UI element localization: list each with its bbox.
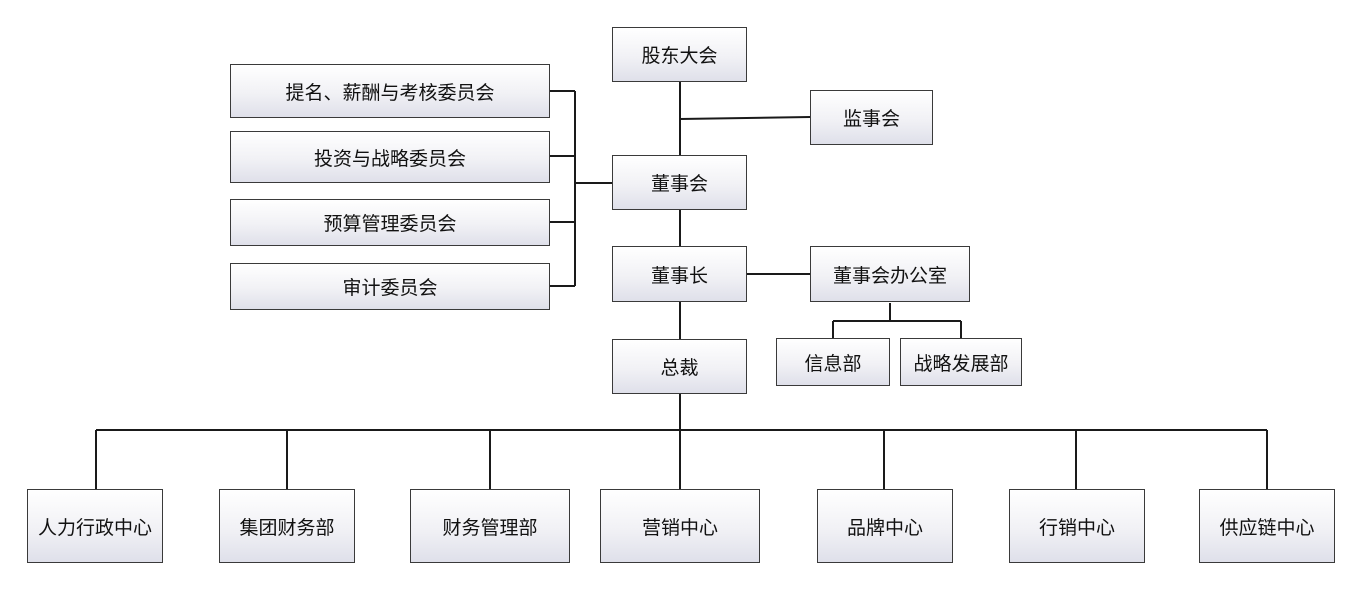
node-label: 董事长 xyxy=(650,264,708,287)
node-label: 总裁 xyxy=(660,357,699,379)
node-label: 行销中心 xyxy=(1038,516,1115,539)
node-information-dept: 信息部 xyxy=(776,338,890,386)
node-board-of-directors: 董事会 xyxy=(612,155,747,210)
node-dept-marketing: 营销中心 xyxy=(600,489,760,563)
node-dept-finance-management: 财务管理部 xyxy=(410,489,570,563)
node-label: 投资与战略委员会 xyxy=(313,147,466,170)
node-chairman: 董事长 xyxy=(612,246,747,302)
node-label: 预算管理委员会 xyxy=(323,213,457,235)
node-committee-investment: 投资与战略委员会 xyxy=(230,131,550,183)
node-president: 总裁 xyxy=(612,339,747,394)
node-committee-budget: 预算管理委员会 xyxy=(230,199,550,246)
node-label: 集团财务部 xyxy=(239,516,335,539)
node-strategy-development-dept: 战略发展部 xyxy=(900,338,1022,386)
node-supervisory-board: 监事会 xyxy=(810,90,933,145)
node-label: 营销中心 xyxy=(641,516,718,539)
node-label: 提名、薪酬与考核委员会 xyxy=(285,81,495,104)
node-shareholders-meeting: 股东大会 xyxy=(612,27,747,82)
node-committee-nomination: 提名、薪酬与考核委员会 xyxy=(230,64,550,118)
node-board-office: 董事会办公室 xyxy=(810,246,970,302)
node-label: 财务管理部 xyxy=(442,516,538,539)
node-label: 品牌中心 xyxy=(846,516,923,539)
node-dept-group-finance: 集团财务部 xyxy=(219,489,355,563)
node-dept-brand: 品牌中心 xyxy=(817,489,953,563)
node-label: 审计委员会 xyxy=(342,277,438,299)
node-label: 董事会 xyxy=(650,173,708,195)
node-dept-supply-chain: 供应链中心 xyxy=(1199,489,1335,563)
node-dept-hr-admin: 人力行政中心 xyxy=(27,489,163,563)
node-label: 董事会办公室 xyxy=(832,264,947,287)
node-label: 股东大会 xyxy=(641,45,718,67)
node-label: 供应链中心 xyxy=(1219,516,1315,539)
node-committee-audit: 审计委员会 xyxy=(230,263,550,310)
node-label: 信息部 xyxy=(804,352,862,375)
connector-supervisors xyxy=(679,116,811,120)
node-label: 人力行政中心 xyxy=(37,516,152,539)
node-label: 监事会 xyxy=(842,108,900,130)
node-label: 战略发展部 xyxy=(913,352,1009,375)
node-dept-sales: 行销中心 xyxy=(1009,489,1145,563)
